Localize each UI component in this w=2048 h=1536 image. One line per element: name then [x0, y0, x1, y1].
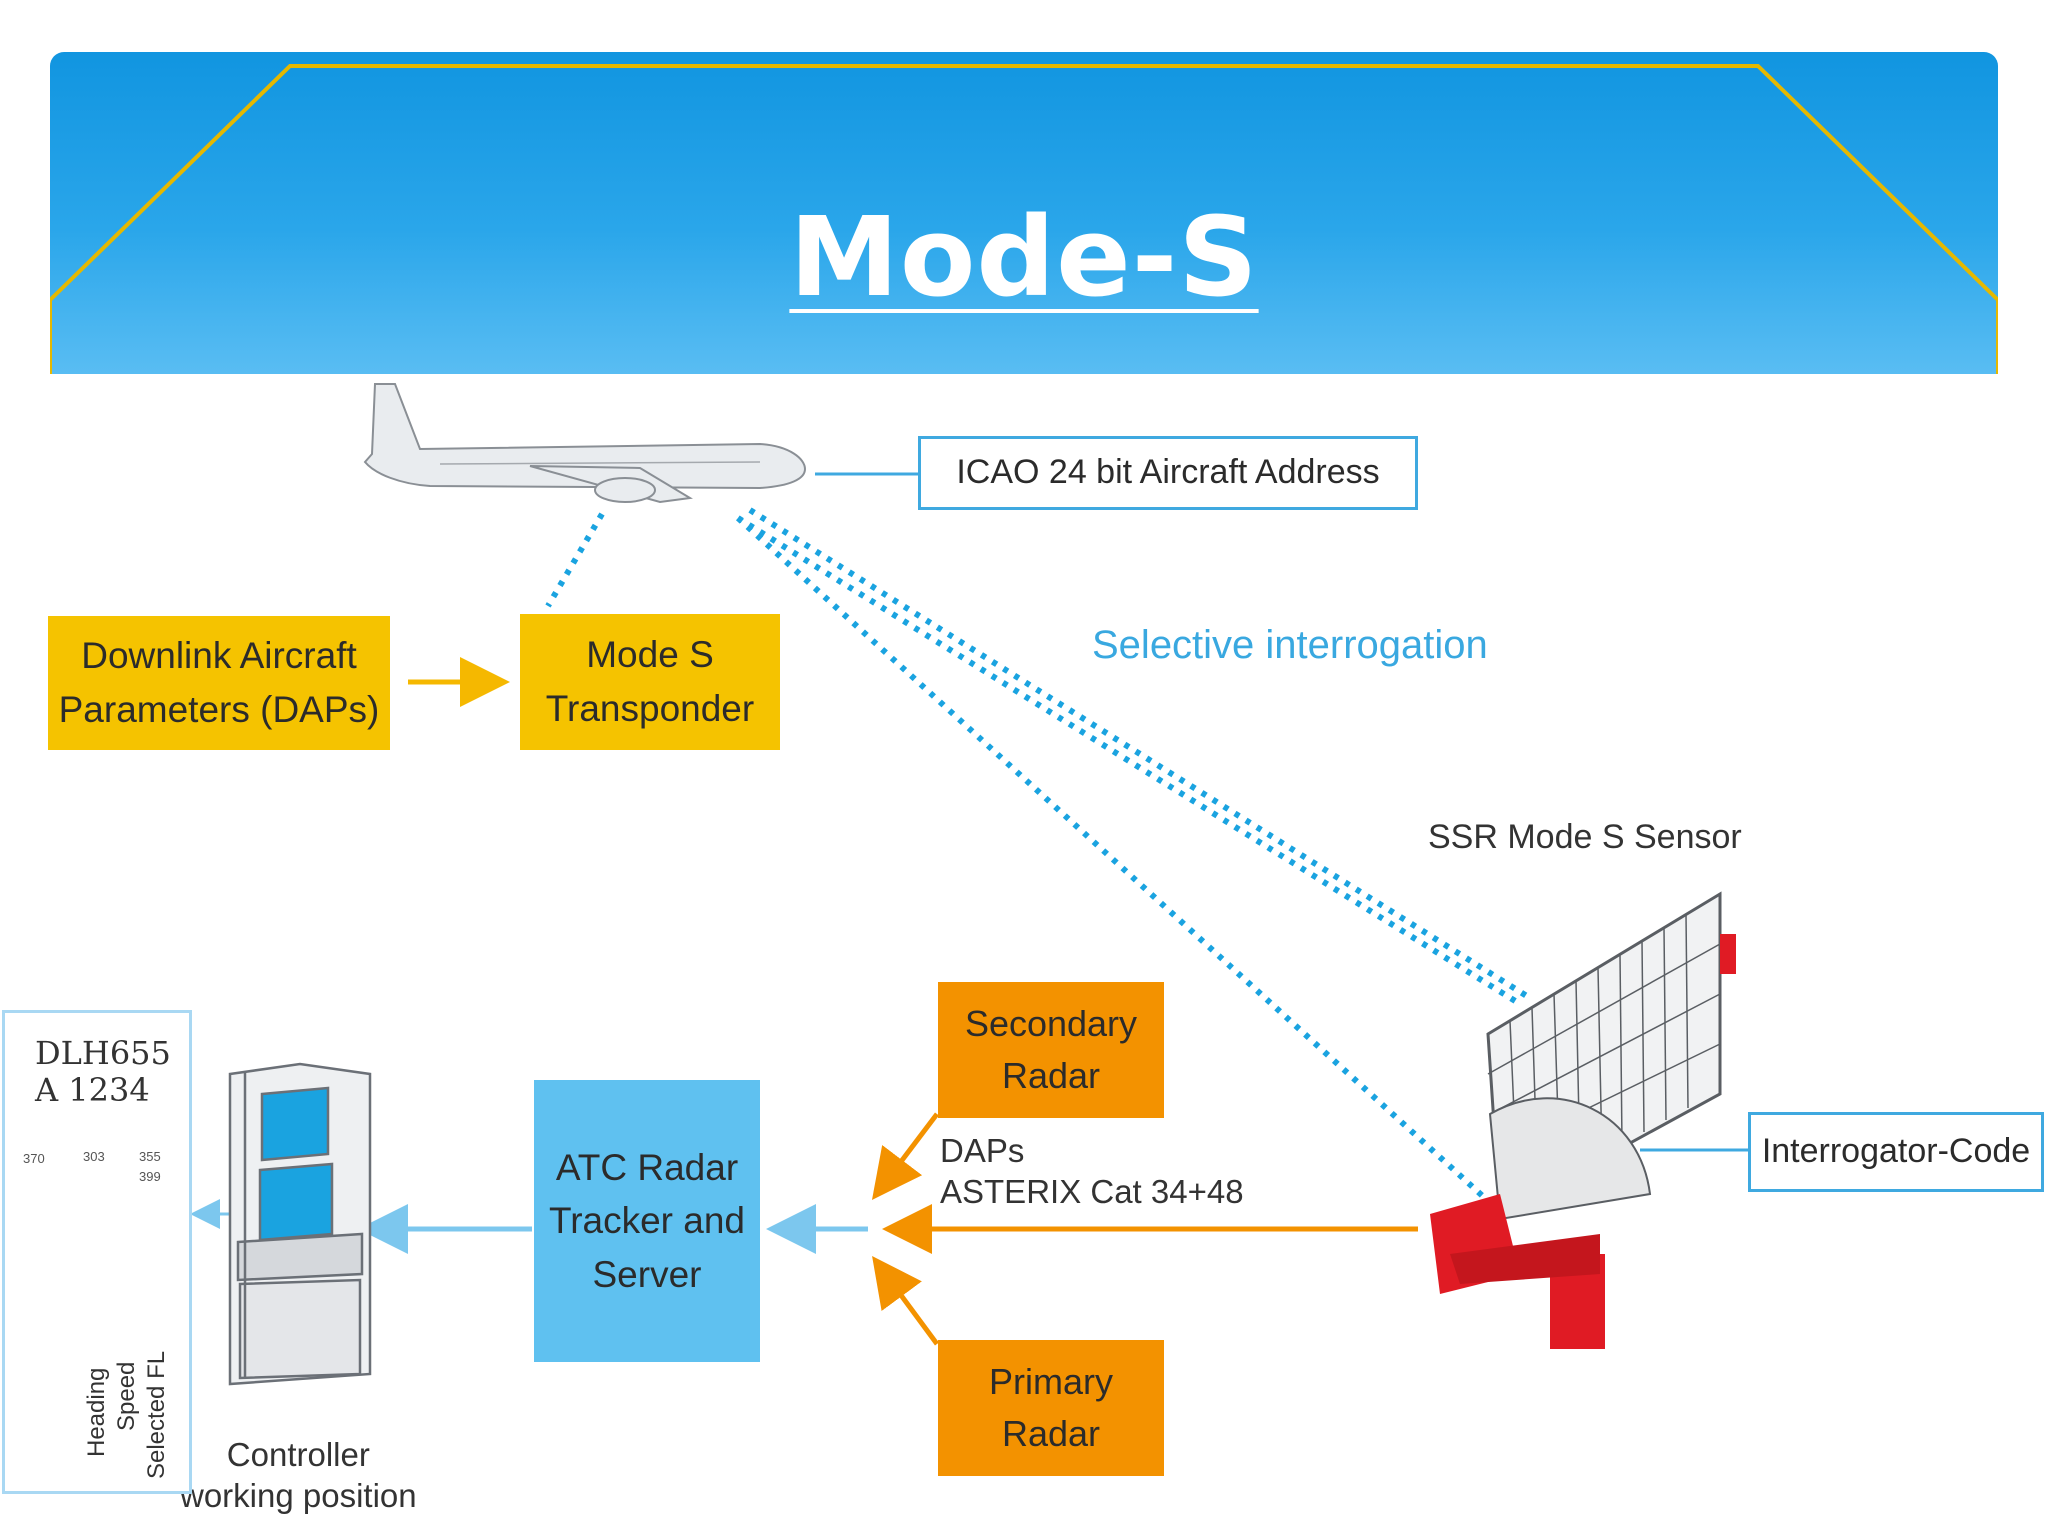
mode-s-diagram: ICAO 24 bit Aircraft Address Downlink Ai…	[0, 374, 2048, 1536]
daps-asterix-label: DAPs ASTERIX Cat 34+48	[940, 1132, 1244, 1211]
title-banner: Mode-S	[50, 52, 1998, 374]
icao-address-box: ICAO 24 bit Aircraft Address	[918, 436, 1418, 510]
strip-value-1: 370	[23, 1151, 45, 1166]
strip-value-2: 303	[83, 1149, 105, 1164]
controller-working-position-label: Controller working position	[180, 1436, 417, 1515]
primary-radar-arrow	[872, 1255, 940, 1346]
mode-s-transponder-box: Mode S Transponder	[520, 614, 780, 750]
controller-console-icon	[228, 1062, 372, 1386]
interrogator-code-box: Interrogator-Code	[1748, 1112, 2044, 1192]
radar-antenna-icon	[1430, 891, 1736, 1349]
selective-interrogation-lines	[735, 507, 1532, 1213]
ssr-sensor-label: SSR Mode S Sensor	[1428, 818, 1742, 856]
secondary-radar-arrow	[871, 1112, 939, 1200]
selective-interrogation-label: Selective interrogation	[1092, 623, 1488, 667]
downlink-parameters-box: Downlink Aircraft Parameters (DAPs)	[48, 616, 390, 750]
strip-callsign: DLH655 A 1234	[35, 1034, 171, 1109]
flight-strip: DLH655 A 1234 370 303 355 399 Heading Sp…	[2, 1010, 192, 1494]
strip-speed-label: Speed	[113, 1361, 140, 1431]
aircraft-icon	[363, 383, 807, 504]
strip-value-4: 399	[139, 1169, 161, 1184]
diagram-graphics	[30, 383, 1748, 1386]
strip-heading-label: Heading	[83, 1367, 110, 1457]
banner-frame	[50, 64, 1998, 374]
slide-title: Mode-S	[789, 193, 1259, 321]
strip-value-3: 355	[139, 1149, 161, 1164]
strip-selected-fl-label: Selected FL	[143, 1350, 170, 1479]
primary-radar-box: Primary Radar	[938, 1340, 1164, 1476]
atc-radar-tracker-box: ATC Radar Tracker and Server	[534, 1080, 760, 1362]
secondary-radar-box: Secondary Radar	[938, 982, 1164, 1118]
transponder-link	[545, 512, 605, 608]
